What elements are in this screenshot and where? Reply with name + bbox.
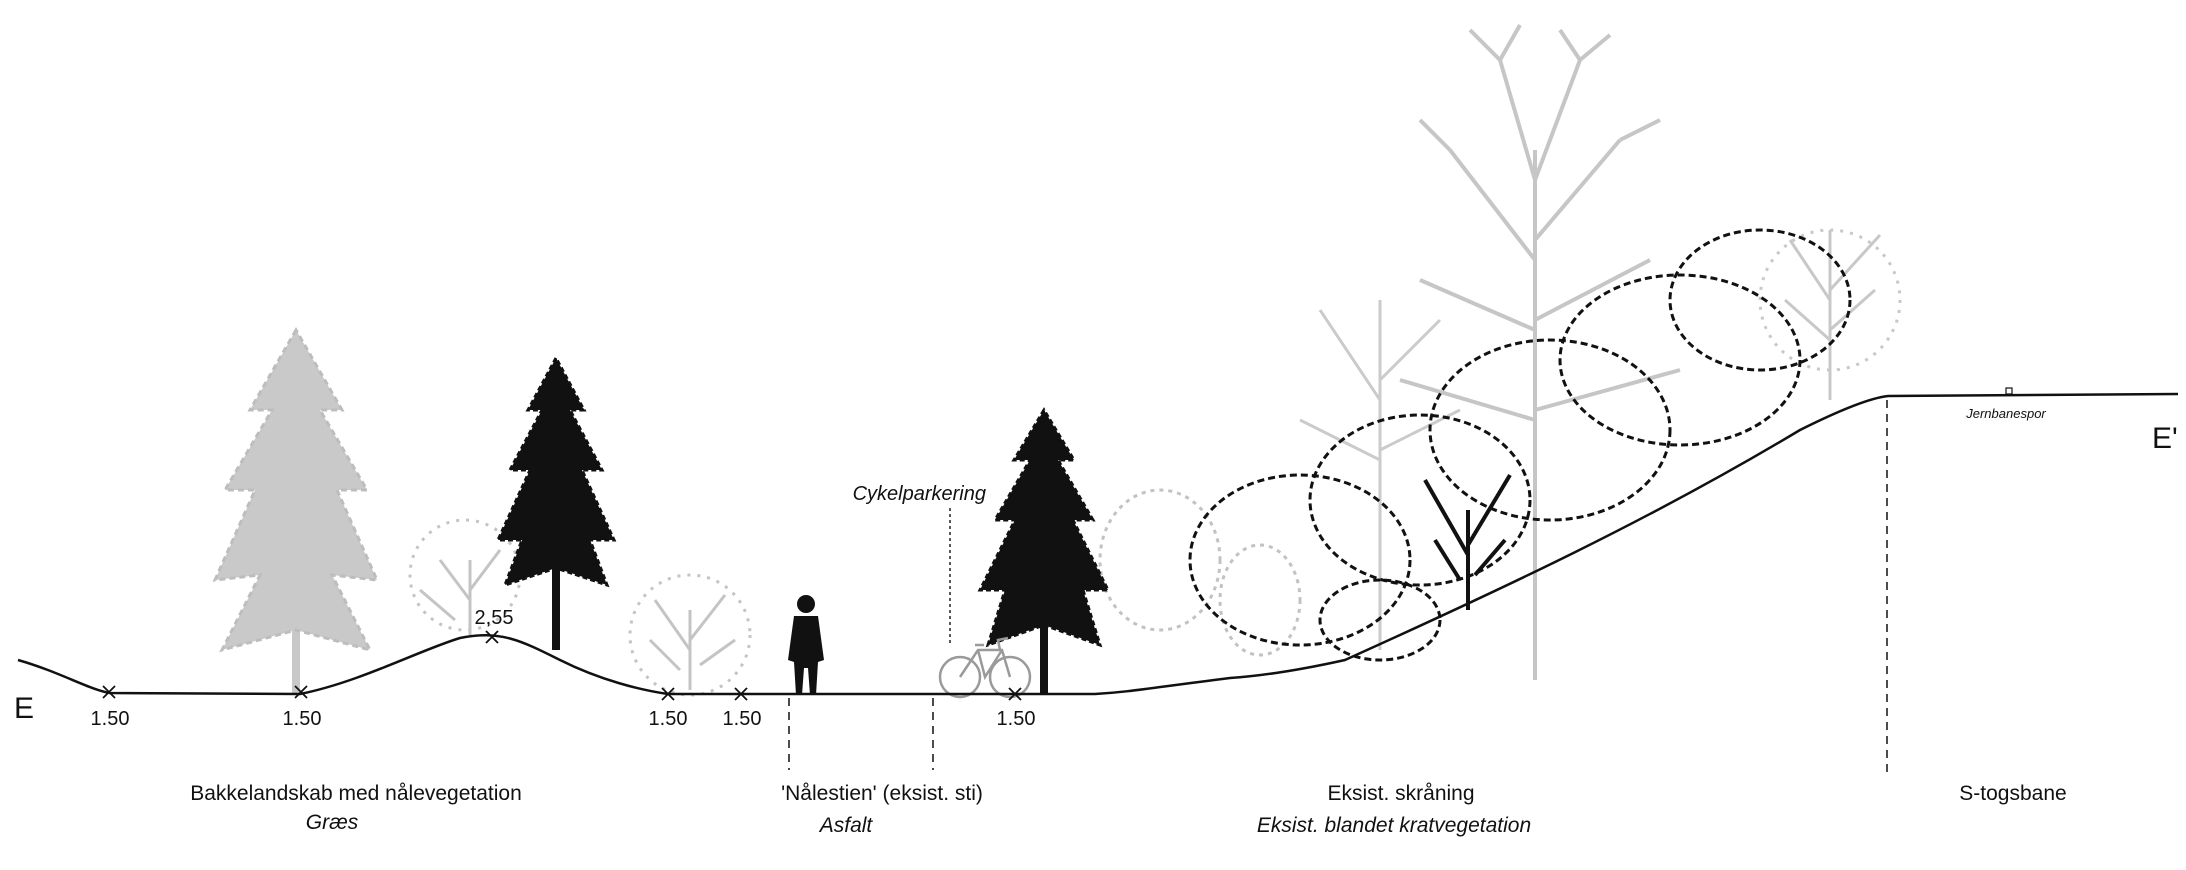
shrub-grey-2 [628,573,752,697]
elevation-label-1: 1.50 [91,708,130,730]
section-end-label: E' [2152,422,2178,455]
elevation-label-5: 1.50 [723,708,762,730]
shrub-grey-right [1758,228,1902,400]
elevation-label-4: 1.50 [649,708,688,730]
zone-title-hills: Bakkelandskab med nålevegetation [190,782,522,805]
zone-surface-hills: Græs [306,811,359,834]
elevation-crosses [102,630,1022,701]
tree-grey-deciduous-tall [1399,24,1681,680]
zone-surface-slope: Eksist. blandet kratvegetation [1257,814,1531,837]
bicycle [938,636,1032,699]
elevation-label-6: 1.50 [997,708,1036,730]
zone-dividers [788,400,1888,776]
terrain-profile-line [17,392,2179,696]
zone-title-path: 'Nålestien' (eksist. sti) [781,782,983,805]
scrub-black-mass [1188,228,1852,662]
zone-surface-path: Asfalt [818,814,874,837]
zone-title-rail: S-togsbane [1959,782,2066,805]
scrub-grey-left [1098,488,1302,657]
tree-grey-conifer-left [212,326,380,695]
tree-black-conifer-hill [495,354,617,650]
zone-title-slope: Eksist. skråning [1327,782,1474,805]
tree-grey-deciduous-mid [1299,300,1461,650]
bike-parking-callout: Cykelparkering [853,483,986,505]
shrub-black-branches [1423,473,1512,610]
person-silhouette [788,595,824,695]
elevation-label-2: 1.50 [283,708,322,730]
rail-track-label: Jernbanespor [1965,406,2046,421]
rail-marker [2005,387,2013,395]
tree-black-conifer-path [977,407,1111,695]
section-start-label: E [14,692,34,725]
elevation-label-hilltop: 2,55 [475,607,514,629]
